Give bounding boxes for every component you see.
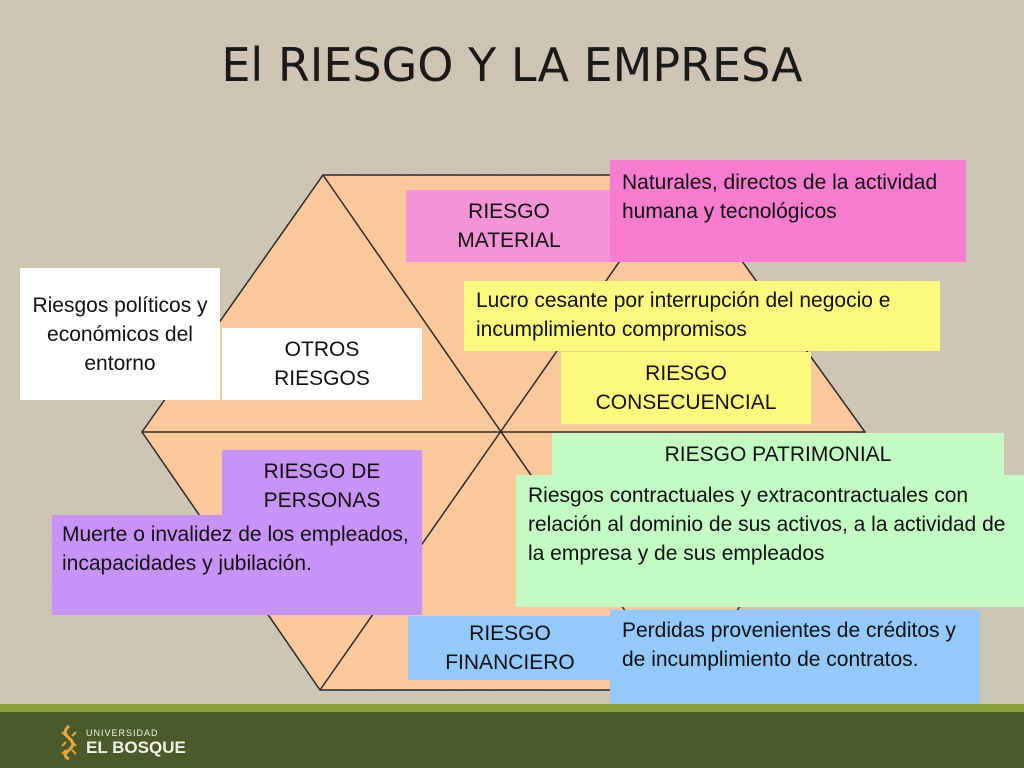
el-bosque-logo-icon [61,724,77,760]
naturales-description: Naturales, directos de la actividad huma… [610,160,966,262]
logo-text: UNIVERSIDAD EL BOSQUE [86,727,186,757]
otros-riesgos-label: OTROS RIESGOS [222,328,422,400]
slide-title: El RIESGO Y LA EMPRESA [221,38,803,92]
riesgo-patrimonial-label: RIESGO PATRIMONIAL [552,433,1004,475]
footer-accent-strip [0,704,1024,712]
logo-text-line2: EL BOSQUE [86,738,186,757]
university-logo: UNIVERSIDAD EL BOSQUE [58,724,186,760]
riesgo-consecuencial-label: RIESGO CONSECUENCIAL [561,352,811,424]
logo-text-line1: UNIVERSIDAD [86,728,159,738]
muerte-invalidez-description: Muerte o invalidez de los empleados, inc… [52,515,422,615]
riesgos-politicos-description: Riesgos políticos y económicos del entor… [20,268,220,400]
lucro-cesante-description: Lucro cesante por interrupción del negoc… [464,281,940,351]
perdidas-description: Perdidas provenientes de créditos y de i… [610,610,980,712]
riesgo-material-label: RIESGO MATERIAL [406,190,612,262]
riesgo-financiero-label: RIESGO FINANCIERO [408,616,612,680]
riesgos-contractuales-description: Riesgos contractuales y extracontractual… [516,475,1024,607]
footer-bar [0,712,1024,768]
riesgo-personas-label: RIESGO DE PERSONAS [222,450,422,522]
